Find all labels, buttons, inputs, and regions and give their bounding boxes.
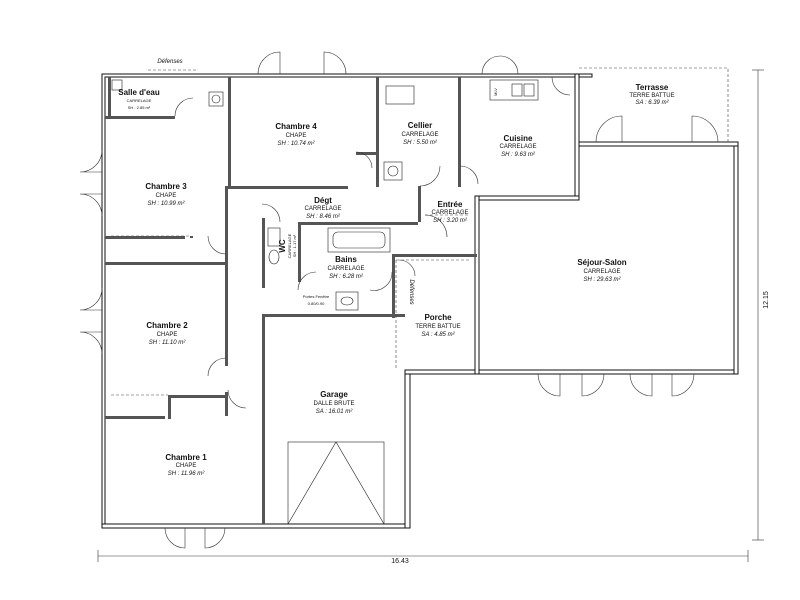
room-bains: Bains CARRELAGE SH : 6.28 m² bbox=[327, 255, 364, 280]
room-area: SH : 6.28 m² bbox=[329, 274, 364, 280]
room-entree: Entrée CARRELAGE SH : 3.20 m² bbox=[431, 200, 468, 224]
room-name: Dégt bbox=[314, 196, 332, 205]
room-name: Chambre 4 bbox=[275, 122, 317, 131]
fixture-note-1: Portes Fenêtre bbox=[303, 294, 330, 299]
room-material: CARRELAGE bbox=[583, 269, 620, 275]
room-area: SH : 3.20 m² bbox=[433, 218, 468, 224]
exterior-walls bbox=[101, 73, 739, 529]
room-name: Chambre 3 bbox=[145, 182, 187, 191]
room-area: SH : 5.50 m² bbox=[403, 140, 438, 146]
room-chambre-3: Chambre 3 CHAPE SH : 10.99 m² bbox=[145, 182, 187, 207]
room-name: Cellier bbox=[408, 121, 432, 130]
mlv-label: MLV bbox=[493, 88, 498, 96]
room-area: SH : 11.10 m² bbox=[149, 340, 187, 346]
room-material: CARRELAGE bbox=[499, 144, 536, 150]
room-name: Cuisine bbox=[504, 134, 533, 143]
fixture-note-2: 0.80/0.90 bbox=[308, 301, 325, 306]
fixtures bbox=[111, 67, 729, 525]
room-material: DALLE BRUTE bbox=[313, 401, 354, 407]
dimension-height: 12.15 bbox=[763, 291, 770, 309]
room-name: Salle d'eau bbox=[118, 88, 160, 97]
room-material: TERRE BATTUE bbox=[629, 93, 674, 99]
dimension-width: 16.43 bbox=[391, 558, 409, 565]
room-salle-eau: Salle d'eau CARRELAGE SH : 2.85 m² bbox=[118, 88, 160, 110]
room-name: Terrasse bbox=[636, 83, 669, 92]
room-cuisine: Cuisine CARRELAGE SH : 9.63 m² bbox=[499, 134, 536, 158]
room-cellier: Cellier CARRELAGE SH : 5.50 m² bbox=[401, 121, 438, 146]
room-material: CARRELAGE bbox=[431, 210, 468, 216]
room-material: CHAPE bbox=[286, 133, 307, 139]
room-sejour-salon: Séjour-Salon CARRELAGE SH : 29.63 m² bbox=[577, 258, 626, 283]
room-area: SH : 1.17 m² bbox=[292, 234, 297, 257]
defenses-top-label: Défenses bbox=[157, 59, 182, 65]
room-material: CARRELAGE bbox=[127, 98, 152, 103]
room-name: Chambre 2 bbox=[146, 321, 188, 330]
room-material: CHAPE bbox=[157, 332, 178, 338]
room-name: Entrée bbox=[438, 200, 463, 209]
room-area: SH : 11.96 m² bbox=[168, 471, 206, 477]
room-material: CARRELAGE bbox=[304, 206, 341, 212]
room-chambre-4: Chambre 4 CHAPE SH : 10.74 m² bbox=[275, 122, 317, 147]
room-terrasse: Terrasse TERRE BATTUE SA : 6.39 m² bbox=[629, 83, 674, 106]
room-name: Chambre 1 bbox=[165, 453, 207, 462]
room-material: CARRELAGE bbox=[287, 233, 292, 258]
room-area: SH : 2.85 m² bbox=[128, 105, 151, 110]
room-garage: Garage DALLE BRUTE SA : 16.01 m² bbox=[313, 390, 354, 415]
room-material: CHAPE bbox=[176, 463, 197, 469]
room-material: TERRE BATTUE bbox=[415, 324, 460, 330]
room-area: SA : 6.39 m² bbox=[635, 100, 669, 106]
room-name: Garage bbox=[320, 390, 348, 399]
room-area: SH : 10.74 m² bbox=[277, 141, 315, 147]
room-area: SH : 8.46 m² bbox=[306, 214, 341, 220]
room-wc: WC CARRELAGE SH : 1.17 m² bbox=[278, 233, 297, 258]
room-chambre-2: Chambre 2 CHAPE SH : 11.10 m² bbox=[146, 321, 188, 346]
defenses-side-label: Défenses bbox=[408, 279, 414, 304]
dimension-lines bbox=[97, 69, 764, 562]
room-material: CHAPE bbox=[156, 193, 177, 199]
room-material: CARRELAGE bbox=[327, 266, 364, 272]
room-area: SA : 16.01 m² bbox=[316, 409, 353, 415]
room-area: SH : 29.63 m² bbox=[583, 277, 621, 283]
room-name: Porche bbox=[424, 313, 452, 322]
room-porche: Porche TERRE BATTUE SA : 4.85 m² bbox=[415, 313, 460, 338]
interior-walls bbox=[105, 77, 477, 524]
room-chambre-1: Chambre 1 CHAPE SH : 11.96 m² bbox=[165, 453, 207, 477]
room-area: SH : 9.63 m² bbox=[501, 152, 536, 158]
room-name: WC bbox=[278, 239, 287, 253]
room-degt: Dégt CARRELAGE SH : 8.46 m² bbox=[304, 196, 341, 220]
room-area: SH : 10.99 m² bbox=[147, 201, 185, 207]
room-material: CARRELAGE bbox=[401, 132, 438, 138]
room-name: Bains bbox=[335, 255, 357, 264]
windows bbox=[79, 51, 719, 549]
room-area: SA : 4.85 m² bbox=[421, 332, 455, 338]
room-name: Séjour-Salon bbox=[577, 258, 626, 267]
